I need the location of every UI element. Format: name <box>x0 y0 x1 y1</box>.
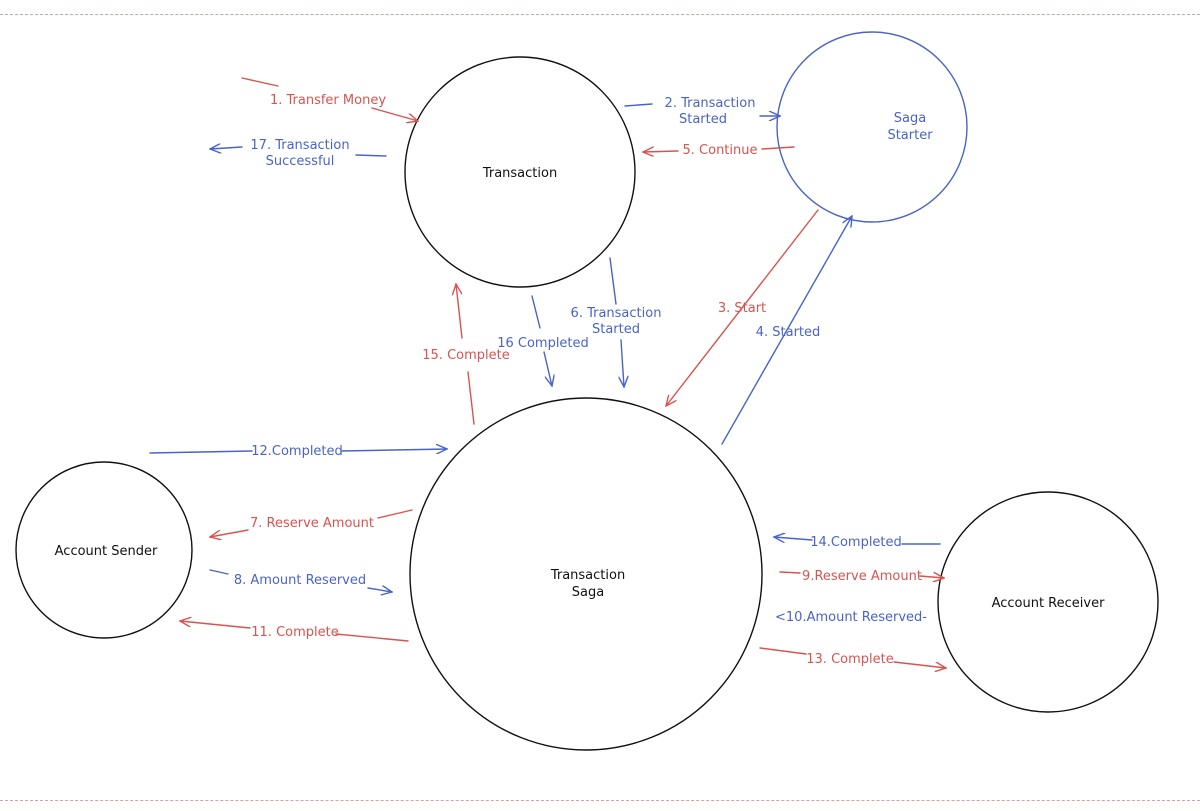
edge-1-transfer-money: 1. Transfer Money <box>241 77 418 121</box>
node-transaction-saga-label-1: Transaction <box>550 568 625 583</box>
edge-13-arrow <box>893 661 946 668</box>
edge-8-label: 8. Amount Reserved <box>234 573 366 588</box>
edge-8-amount-reserved: 8. Amount Reserved <box>209 569 392 592</box>
node-account-receiver: Account Receiver <box>937 491 1159 713</box>
edge-3-label: 3. Start <box>718 301 766 316</box>
edge-5-label: 5. Continue <box>683 143 758 158</box>
edge-3-arrow <box>666 209 819 406</box>
edge-6-tail <box>609 257 617 305</box>
edge-11-complete: 11. Complete <box>180 621 409 642</box>
edge-14-arrow <box>774 537 813 540</box>
edge-15-tail <box>467 371 475 425</box>
node-account-sender-label: Account Sender <box>55 544 158 559</box>
edge-2-tail <box>624 103 653 107</box>
edge-16-tail <box>531 295 541 329</box>
edge-7-arrow <box>210 529 249 537</box>
bottom-border <box>0 800 1200 801</box>
edge-16-completed: 16 Completed <box>497 295 589 386</box>
edge-6-transaction-started: 6. Transaction Started <box>571 257 662 387</box>
edge-14-label: 14.Completed <box>810 535 902 550</box>
node-saga-starter-label-1: Saga <box>894 111 926 126</box>
node-account-receiver-label: Account Receiver <box>992 596 1106 611</box>
top-border <box>0 14 1200 15</box>
edge-13-complete: 13. Complete <box>759 647 946 668</box>
edge-11-arrow <box>180 621 251 629</box>
node-transaction-saga-label-2: Saga <box>572 585 604 600</box>
edge-15-complete: 15. Complete <box>422 284 510 425</box>
edge-10-amount-reserved: <10.Amount Reserved- <box>775 610 927 625</box>
edge-4-arrow <box>721 216 852 445</box>
node-transaction-saga: Transaction Saga <box>409 397 763 751</box>
edge-16-arrow <box>543 351 552 386</box>
edge-2-label-1: 2. Transaction <box>665 96 756 111</box>
node-saga-starter: Saga Starter <box>776 31 968 223</box>
edge-12-label: 12.Completed <box>251 444 343 459</box>
edge-8-tail <box>209 569 229 575</box>
edge-14-completed: 14.Completed <box>774 535 941 550</box>
node-transaction: Transaction <box>404 56 636 288</box>
edge-1-label: 1. Transfer Money <box>270 93 386 108</box>
edge-4-started: 4. Started <box>721 216 852 445</box>
edge-17-arrow <box>210 147 243 149</box>
edge-17-label-1: 17. Transaction <box>250 138 349 153</box>
edge-16-label: 16 Completed <box>497 336 589 351</box>
node-account-sender: Account Sender <box>15 461 193 639</box>
edge-5-arrow <box>643 151 679 152</box>
edge-9-reserve-amount: 9.Reserve Amount <box>779 569 944 584</box>
edge-4-label: 4. Started <box>756 325 821 340</box>
edge-8-arrow <box>367 588 392 592</box>
edge-17-transaction-successful: 17. Transaction Successful <box>210 138 387 169</box>
edge-7-label: 7. Reserve Amount <box>250 516 374 531</box>
edge-6-label-2: Started <box>592 322 640 337</box>
edge-12-completed: 12.Completed <box>149 444 447 459</box>
edge-17-tail <box>355 154 387 157</box>
edge-1-tail <box>241 77 279 87</box>
edge-1-arrow <box>371 107 418 121</box>
edge-7-tail <box>377 509 413 519</box>
edge-7-reserve-amount: 7. Reserve Amount <box>210 509 413 537</box>
edge-2-transaction-started: 2. Transaction Started <box>624 96 780 127</box>
edge-11-label: 11. Complete <box>251 625 338 640</box>
edge-10-label: <10.Amount Reserved- <box>775 610 927 625</box>
edge-9-arrow <box>919 576 944 578</box>
edge-11-tail <box>335 633 409 642</box>
edge-6-arrow <box>621 339 624 387</box>
edge-12-arrow <box>341 449 447 451</box>
edge-15-arrow <box>456 284 463 339</box>
edge-9-label: 9.Reserve Amount <box>802 569 922 584</box>
edge-13-tail <box>759 647 807 655</box>
edge-13-label: 13. Complete <box>806 652 893 667</box>
edge-12-tail <box>149 450 253 454</box>
node-transaction-label: Transaction <box>482 166 557 181</box>
edge-5-tail <box>761 146 795 150</box>
edge-6-label-1: 6. Transaction <box>571 306 662 321</box>
node-saga-starter-label-2: Starter <box>887 128 933 143</box>
edge-3-start: 3. Start <box>666 209 819 406</box>
edge-2-label-2: Started <box>679 112 727 127</box>
edge-9-tail <box>779 571 801 574</box>
edge-15-label: 15. Complete <box>422 348 509 363</box>
edge-17-label-2: Successful <box>266 154 335 169</box>
edge-5-continue: 5. Continue <box>643 143 795 158</box>
